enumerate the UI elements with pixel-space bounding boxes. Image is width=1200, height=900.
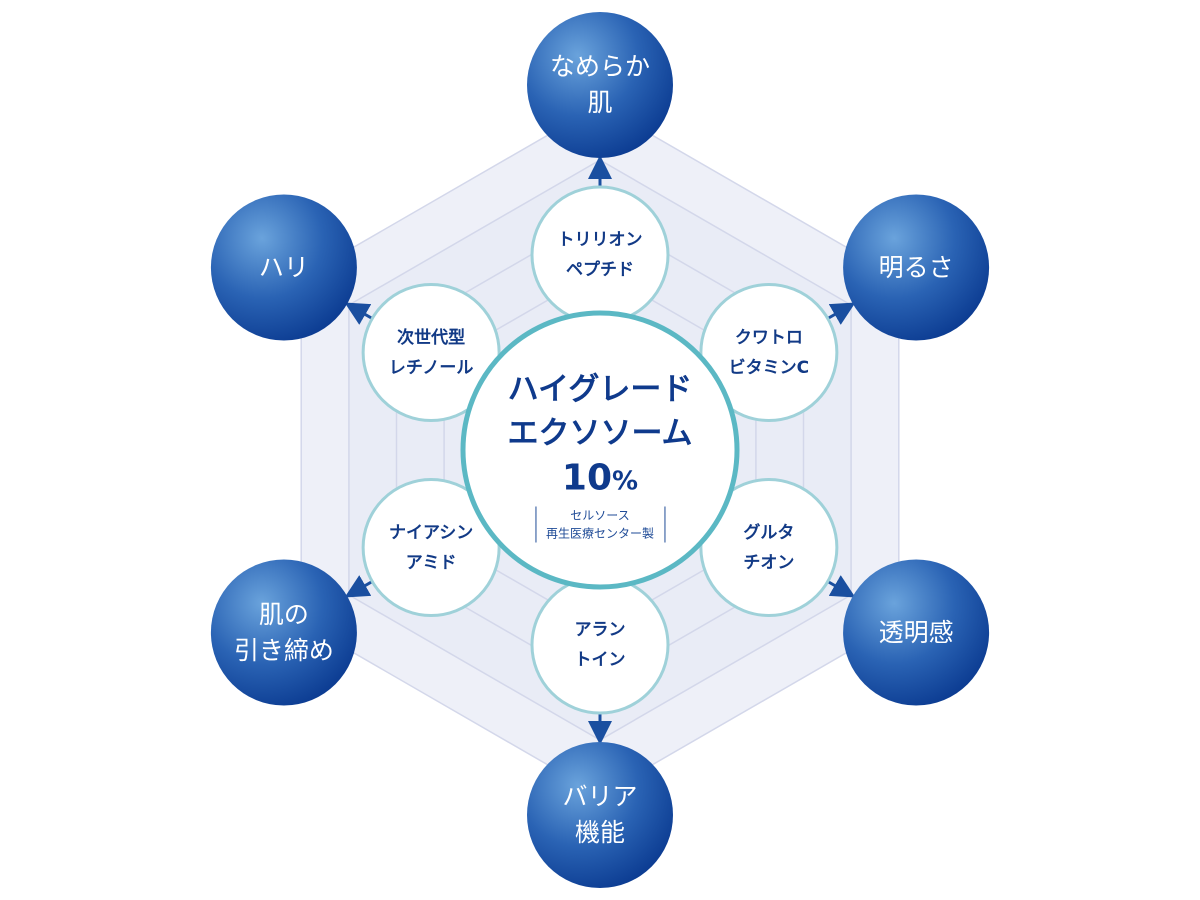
benefit-label: 明るさ	[879, 250, 954, 286]
circles	[210, 12, 990, 888]
benefit-circle	[210, 194, 357, 341]
benefit-label: 透明感	[879, 615, 954, 651]
center-source-line1: セルソース	[570, 508, 630, 523]
center-source-line2: 再生医療センター製	[545, 526, 655, 541]
ingredient-circle	[361, 283, 501, 422]
ingredient-line1: グルタ	[743, 522, 795, 543]
ingredient-line2: レチノール	[388, 357, 474, 378]
benefit-line2: 肌	[587, 88, 613, 117]
benefit-line1: ハリ	[258, 252, 309, 282]
ingredient-line1: アラン	[574, 620, 626, 640]
center-percent-sign: %	[612, 466, 639, 497]
ingredient-line2: アミド	[405, 552, 457, 573]
benefit-line1: 透明感	[878, 617, 954, 647]
benefit-label: なめらか肌	[550, 49, 650, 121]
benefit-circle	[210, 559, 357, 706]
ingredient-line2: チオン	[743, 552, 795, 573]
benefit-circle	[843, 194, 990, 341]
ingredient-line2: トイン	[574, 650, 626, 670]
center-percent: 10	[561, 457, 613, 499]
benefit-line1: なめらか	[549, 52, 651, 81]
center-title-line2: エクソソーム	[507, 415, 693, 452]
center-title-line1: ハイグレード	[507, 371, 693, 408]
benefit-label: ハリ	[259, 250, 309, 286]
benefit-line2: 引き締め	[233, 635, 334, 665]
ingredient-line2: ペプチド	[566, 260, 634, 280]
benefit-label: 肌の引き締め	[234, 597, 334, 669]
benefit-circle	[527, 12, 673, 158]
ingredient-circle	[699, 283, 839, 422]
ingredient-line1: 次世代型	[397, 327, 466, 348]
benefit-line1: 明るさ	[878, 252, 954, 282]
ingredient-line1: トリリオン	[557, 230, 643, 250]
ingredient-label: クワトロビタミンC	[729, 323, 809, 383]
benefit-label: バリア機能	[562, 779, 637, 851]
center-circle	[460, 310, 740, 590]
ingredient-label: アラントイン	[575, 615, 626, 675]
ingredient-line1: ナイアシン	[388, 522, 474, 543]
center-label: ハイグレードエクソソーム 10% セルソース再生医療センター製	[507, 368, 693, 543]
benefit-circle	[527, 742, 673, 888]
benefit-line2: 機能	[574, 818, 626, 847]
ingredient-circle	[361, 478, 501, 617]
center-source: セルソース再生医療センター製	[534, 506, 666, 543]
ingredient-line1: クワトロ	[734, 327, 803, 348]
benefit-line1: 肌の	[258, 599, 309, 629]
ingredient-circle	[699, 478, 839, 617]
ingredient-label: 次世代型レチノール	[389, 323, 474, 383]
ingredient-label: ナイアシンアミド	[389, 518, 473, 578]
benefit-circle	[843, 559, 990, 706]
ingredient-line2: ビタミンC	[728, 357, 810, 378]
benefit-line1: バリア	[562, 782, 638, 811]
ingredient-label: グルタチオン	[743, 518, 794, 578]
ingredient-label: トリリオンペプチド	[558, 225, 643, 285]
